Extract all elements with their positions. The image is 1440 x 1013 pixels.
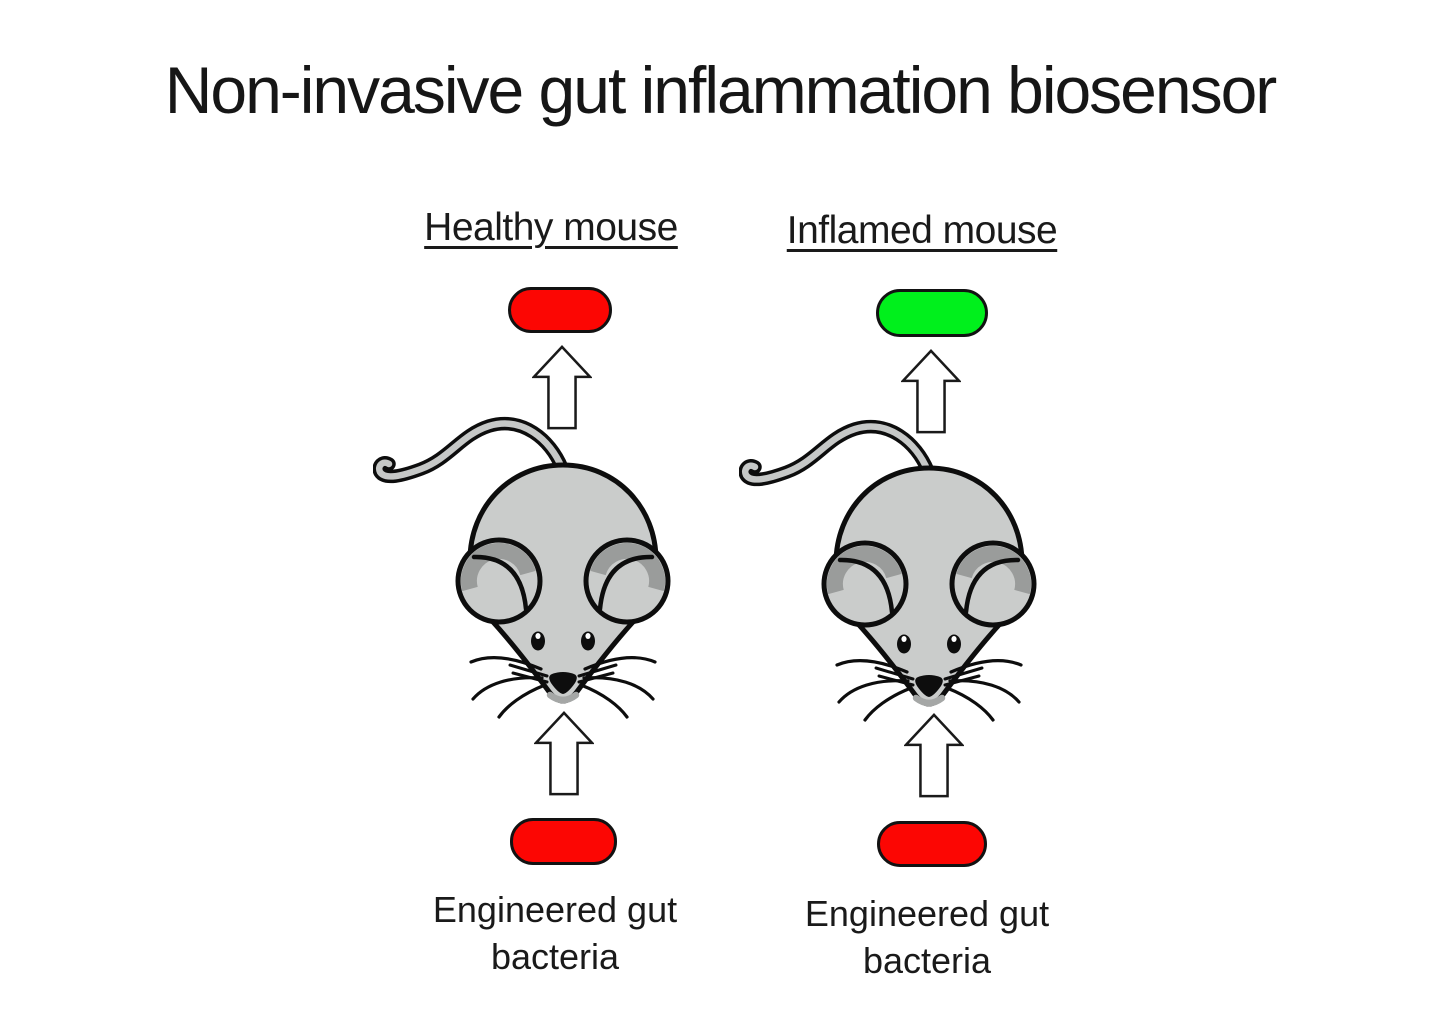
healthy-input-label: Engineered gut bacteria bbox=[405, 886, 705, 980]
healthy-output-pill-red bbox=[508, 287, 612, 333]
arrow-up-icon bbox=[534, 710, 594, 797]
inflamed-mouse-illustration bbox=[739, 411, 1039, 731]
inflamed-mouse-header: Inflamed mouse bbox=[786, 209, 1058, 252]
healthy-input-pill-red bbox=[510, 818, 617, 865]
healthy-mouse-illustration bbox=[373, 408, 673, 728]
slide-title: Non-invasive gut inflammation biosensor bbox=[164, 53, 1278, 127]
arrow-up-icon bbox=[904, 712, 964, 799]
inflamed-input-label: Engineered gut bacteria bbox=[777, 890, 1077, 984]
healthy-mouse-header: Healthy mouse bbox=[424, 206, 678, 249]
inflamed-input-label-line1: Engineered gut bbox=[804, 893, 1050, 934]
inflamed-input-pill-red bbox=[877, 821, 987, 867]
healthy-input-label-line2: bacteria bbox=[490, 936, 620, 977]
inflamed-output-pill-green bbox=[876, 289, 988, 337]
healthy-input-label-line1: Engineered gut bbox=[432, 889, 678, 930]
inflamed-input-label-line2: bacteria bbox=[862, 940, 992, 981]
